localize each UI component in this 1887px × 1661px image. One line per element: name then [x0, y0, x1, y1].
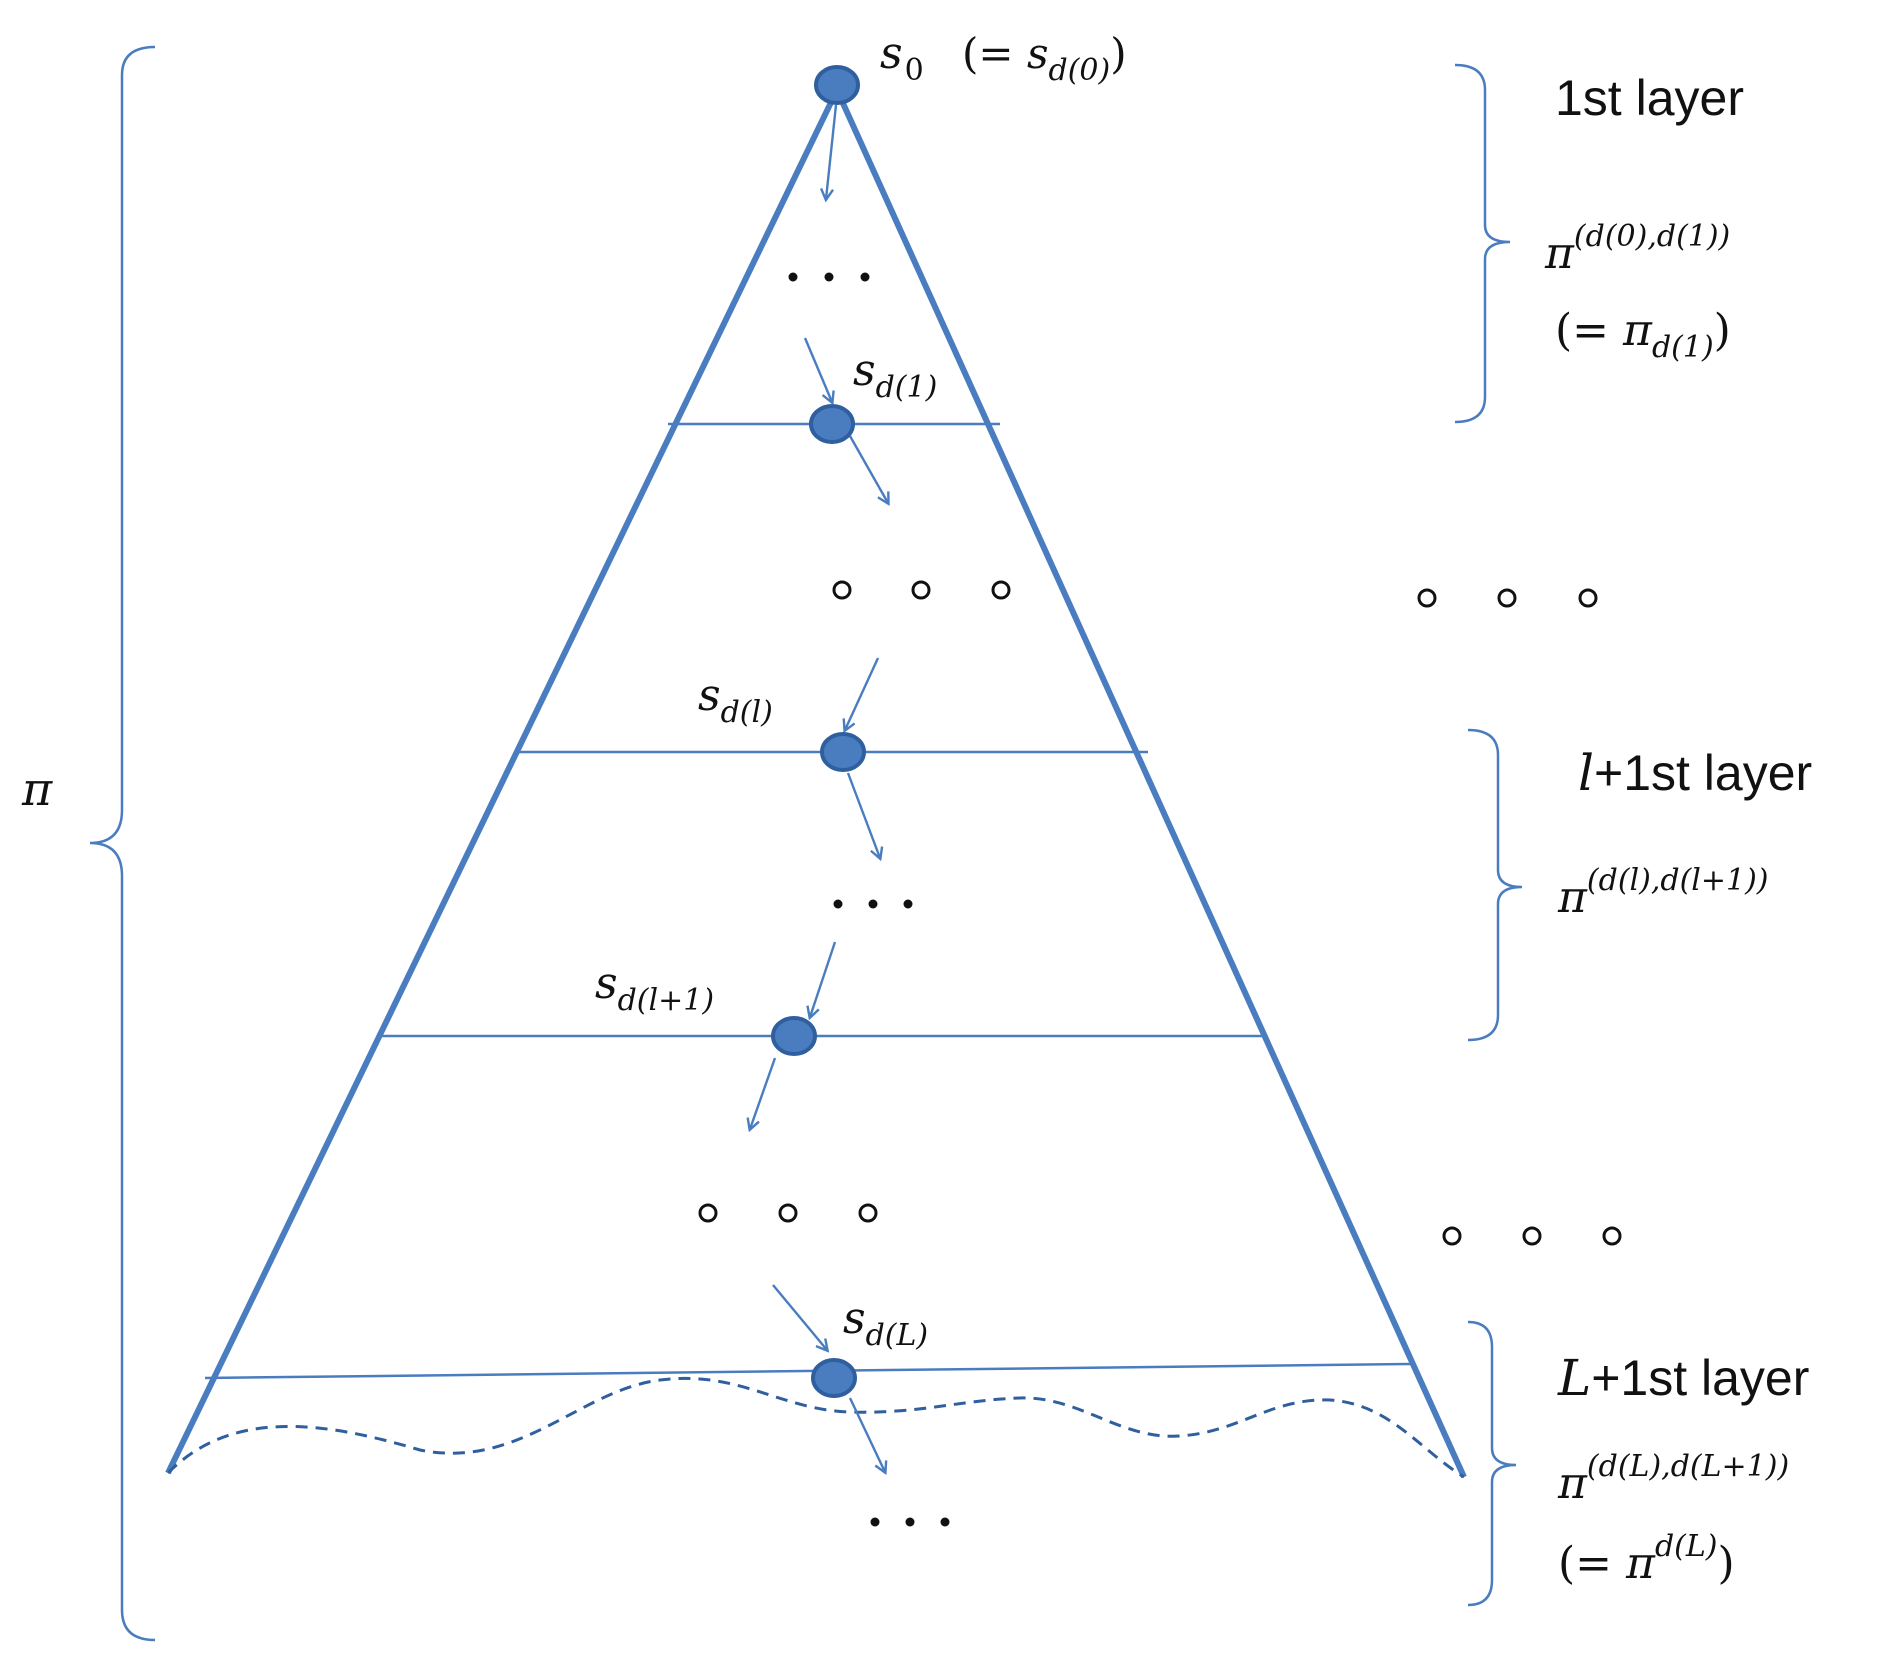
hollow-ellipsis-inner-1	[832, 580, 1011, 600]
layerL-pi-eq: (= πd(L))	[1558, 1529, 1735, 1589]
svg-text:s0: s0	[880, 28, 924, 88]
dashed-wave-boundary	[166, 1376, 1465, 1479]
arrow-out-sdl	[846, 772, 880, 858]
layerL-pi: π(d(L),d(L+1))	[1557, 1449, 1789, 1509]
node-sdl1	[771, 1016, 817, 1056]
ellipsis-dots-2	[833, 899, 913, 909]
node-sdl	[820, 732, 866, 772]
label-sdL: sd(L)	[843, 1293, 928, 1353]
ellipsis-dots-3	[870, 1517, 950, 1527]
arrow-out-sdL	[848, 1397, 885, 1472]
layerl-title: l+1st layer	[1578, 744, 1812, 802]
svg-text:(= sd(0)): (= sd(0))	[962, 29, 1127, 88]
hollow-ellipsis-outer-2	[1442, 1226, 1622, 1246]
arrow-out-sd1	[848, 435, 888, 503]
label-sd1: sd(1)	[853, 345, 937, 405]
brace-layer1	[1454, 63, 1511, 424]
node-s0	[814, 65, 860, 105]
layer-line-dL	[204, 1362, 1411, 1380]
label-sdl: sd(l)	[698, 670, 773, 730]
left-brace	[89, 45, 156, 1642]
label-s0: s0 (= sd(0))	[880, 28, 1127, 88]
layerl-pi: π(d(l),d(l+1))	[1557, 863, 1769, 923]
pi-total-label: π	[21, 762, 53, 816]
arrow-into-sdl	[845, 657, 880, 730]
layer1-title: 1st layer	[1555, 70, 1744, 126]
brace-layerL	[1467, 1320, 1517, 1607]
arrow-s0-down	[826, 104, 838, 199]
pyramid-right-edge	[834, 88, 1467, 1479]
brace-layerl	[1467, 728, 1523, 1042]
node-sd1	[809, 404, 855, 444]
hollow-ellipsis-inner-2	[698, 1203, 878, 1223]
node-sdL	[811, 1358, 857, 1398]
layer1-pi-eq: (= πd(1))	[1555, 305, 1731, 365]
arrow-into-sdl1	[810, 941, 837, 1017]
layer1-pi: π(d(0),d(1))	[1544, 219, 1730, 279]
arrow-into-sdL	[772, 1284, 827, 1350]
arrow-out-sdl1	[750, 1057, 777, 1129]
arrow-into-sd1	[803, 337, 832, 402]
hollow-ellipsis-outer-1	[1417, 588, 1598, 608]
label-sdl1: sd(l+1)	[595, 958, 714, 1018]
pyramid-left-edge	[165, 88, 840, 1475]
layerL-title: L+1st layer	[1557, 1349, 1809, 1407]
ellipsis-dots-1	[788, 272, 870, 282]
